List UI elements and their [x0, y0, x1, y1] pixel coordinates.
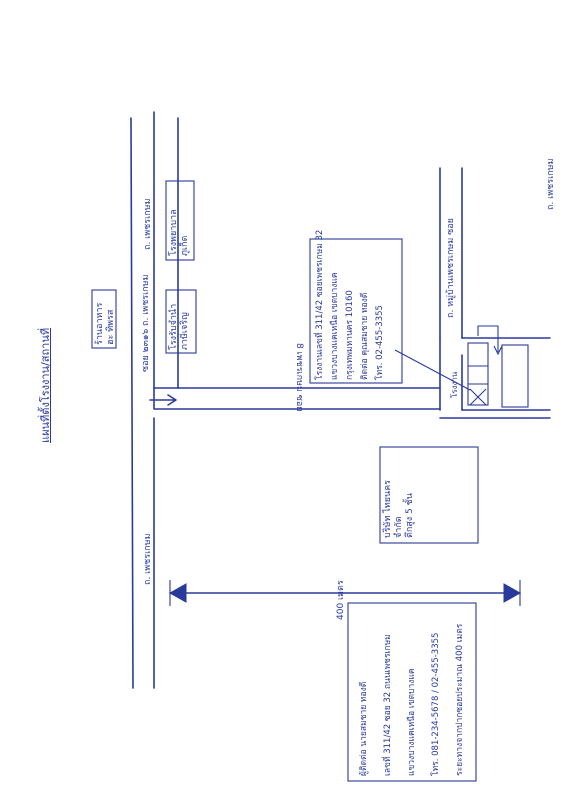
factory-mark-b [469, 388, 487, 406]
shop-lower-label: ร้านอาหาร ฮะ ทิพรส [95, 302, 116, 345]
contact-note: ผู้ติดต่อ นายสมชาย ทองดี เลขที่ 311/42 ซ… [359, 623, 465, 776]
road-label-right-soi: ถ. หมู่บ้านเพชรเกษม ซอย [446, 218, 456, 318]
landmark-top-label: โรงพยาบาล ภูเก็ต [169, 209, 190, 256]
main-road-left-edge [130, 117, 134, 689]
shop-box-upper [165, 289, 197, 354]
distance-arrow-left [168, 583, 187, 603]
site-description-box [309, 238, 403, 384]
road-label-far-right: ถ. เพชรเกษม [546, 158, 556, 210]
access-arrow-head [493, 345, 503, 356]
landmark-box-top [165, 180, 195, 261]
factory-label: โรงงาน [450, 371, 459, 398]
note-pointer [394, 349, 471, 391]
road-label-main-upper: ถ. เพชรเกษม [143, 198, 153, 250]
distance-arrow-right [503, 583, 522, 603]
neighbour-building [501, 344, 529, 408]
road-label-main-lower: ถ. เพชรเกษม [143, 533, 153, 585]
road-label-upper-side: ซอย ๒๓๑๖ ถ. เพชรเกษม [141, 274, 151, 372]
arrow-right-head [167, 394, 177, 406]
access-path [477, 325, 499, 352]
company-center-label: บริษัท ไทยนคร จำกัด ตึกสูง 5 ชั้น [383, 479, 415, 538]
map-title: แผนที่ตั้งโรงงาน/สถานที่ [39, 327, 52, 443]
contact-box [347, 602, 477, 782]
factory-building [467, 342, 489, 406]
site-description-note: โรงงานเลขที่ 311/42 ซอยเพชรเกษม 32 แขวงบ… [315, 229, 385, 380]
road-label-soi-8: 8 เพชรเกษม ซอย [294, 343, 304, 412]
shop-box-lower [91, 289, 117, 349]
shop-upper-label: โรงรับจำนำ ภาษีเจริญ [169, 303, 190, 350]
distance-label: 400 เมตร [336, 580, 346, 620]
company-center-box [379, 446, 479, 544]
